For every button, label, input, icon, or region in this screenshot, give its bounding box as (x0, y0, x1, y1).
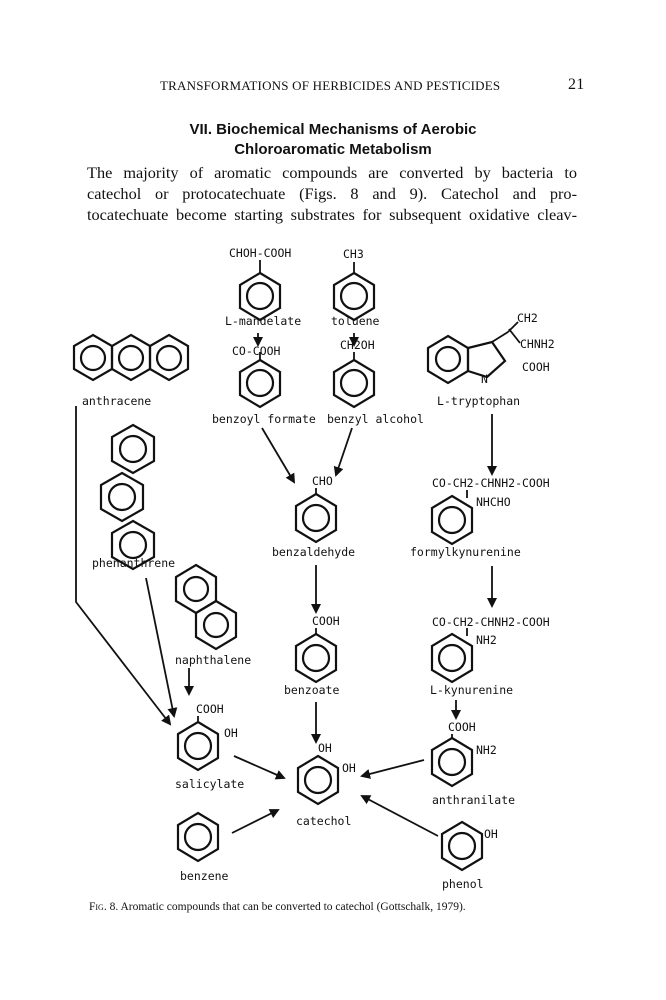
substituent-nh2-anthranilate: NH2 (476, 743, 497, 757)
substituent-co-chain-1: CO-CH2-CHNH2-COOH (432, 476, 550, 490)
label-naphthalene: naphthalene (175, 653, 251, 667)
phenol-ring (440, 820, 484, 872)
label-benzoyl-formate: benzoyl formate (212, 412, 316, 426)
label-toluene: toluene (331, 314, 380, 328)
arrow-salicylate-to-catechol (233, 755, 286, 780)
body-line-3: tocatechuate become starting substrates … (87, 205, 577, 224)
benzoyl-formate-ring (238, 352, 282, 409)
label-phenol: phenol (442, 877, 484, 891)
figure-caption: Fig. 8. Aromatic compounds that can be c… (89, 901, 466, 913)
label-formylkynurenine: formylkynurenine (410, 545, 521, 559)
substituent-cooh-anthranilate: COOH (448, 720, 476, 734)
caption-text: Aromatic compounds that can be converted… (120, 901, 466, 913)
substituent-oh-catechol-1: OH (318, 741, 332, 755)
label-benzene: benzene (180, 869, 229, 883)
page-number: 21 (568, 76, 585, 93)
substituent-chohcooh: CHOH-COOH (229, 246, 291, 260)
benzene-ring (176, 811, 220, 863)
substituent-nhcho: NHCHO (476, 495, 511, 509)
section-title-line-2: Chloroaromatic Metabolism (234, 141, 432, 158)
toluene-ring (332, 262, 376, 322)
substituent-cooh-benzoate: COOH (312, 614, 340, 628)
kynurenine-ring (430, 628, 474, 684)
substituent-cooh-trp: COOH (522, 360, 550, 374)
label-catechol: catechol (296, 814, 351, 828)
arrow-anthranilate-to-catechol (360, 759, 425, 779)
reaction-arrows (75, 333, 497, 837)
body-paragraph: The majority of aromatic compounds are c… (87, 162, 577, 225)
substituent-cho: CHO (312, 474, 333, 488)
substituent-cooh-salicylate: COOH (196, 702, 224, 716)
label-l-tryptophan: L-tryptophan (437, 394, 520, 408)
arrow-benzoylformate-to-benzaldehyde (261, 427, 296, 484)
benzyl-alcohol-ring (332, 352, 376, 409)
label-salicylate: salicylate (175, 777, 244, 791)
phenanthrene-rings (99, 423, 156, 571)
label-benzaldehyde: benzaldehyde (272, 545, 355, 559)
salicylate-ring (176, 716, 220, 772)
substituent-cocooh: CO-COOH (232, 344, 281, 358)
arrow-benzene-to-catechol (231, 809, 280, 834)
body-line-2: catechol or protocatechuate (Figs. 8 and… (87, 184, 577, 203)
label-anthranilate: anthranilate (432, 793, 515, 807)
substituent-ch3: CH3 (343, 247, 364, 261)
benzaldehyde-ring (294, 488, 338, 544)
caption-prefix: Fig. 8. (89, 901, 119, 913)
substituent-n: N (481, 372, 488, 386)
arrow-benzylalcohol-to-benzaldehyde (333, 427, 353, 477)
tryptophan-indole (426, 321, 521, 385)
label-benzoate: benzoate (284, 683, 339, 697)
l-mandelate-ring (238, 260, 282, 322)
section-title: VII. Biochemical Mechanisms of Aerobic C… (0, 120, 666, 160)
label-l-kynurenine: L-kynurenine (430, 683, 513, 697)
substituent-ch2oh: CH2OH (340, 338, 375, 352)
arrow-phenol-to-catechol (360, 795, 439, 837)
anthranilate-ring (430, 734, 474, 788)
substituent-co-chain-2: CO-CH2-CHNH2-COOH (432, 615, 550, 629)
arrow-phenanthrene-to-salicylate (145, 577, 178, 718)
label-anthracene: anthracene (82, 394, 151, 408)
section-title-line-1: VII. Biochemical Mechanisms of Aerobic (189, 121, 477, 138)
running-title: TRANSFORMATIONS OF HERBICIDES AND PESTIC… (160, 78, 501, 93)
naphthalene-rings (174, 563, 238, 651)
catechol-ring (296, 754, 340, 806)
substituent-chnh2: CHNH2 (520, 337, 555, 351)
substituent-oh-phenol: OH (484, 827, 498, 841)
formylkynurenine-ring (430, 490, 474, 546)
substituent-ch2: CH2 (517, 311, 538, 325)
substituent-oh-salicylate: OH (224, 726, 238, 740)
substituent-oh-catechol-2: OH (342, 761, 356, 775)
benzoate-ring (294, 628, 338, 684)
label-l-mandelate: L-mandelate (225, 314, 301, 328)
substituent-nh2-kynurenine: NH2 (476, 633, 497, 647)
label-benzyl-alcohol: benzyl alcohol (327, 412, 424, 426)
arrow-anthracene-to-salicylate (75, 406, 172, 726)
body-line-1: The majority of aromatic compounds are c… (87, 163, 577, 182)
label-phenanthrene: phenanthrene (92, 556, 175, 570)
anthracene-rings (72, 333, 190, 382)
